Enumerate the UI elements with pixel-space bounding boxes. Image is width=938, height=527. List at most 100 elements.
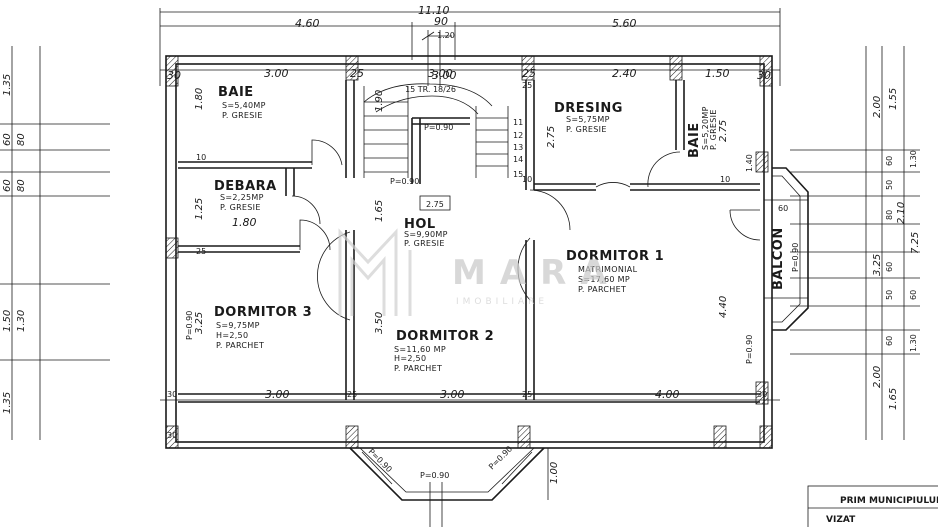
watermark-logo-icon <box>338 228 412 316</box>
bay-window-bottom <box>349 447 549 527</box>
dresing-name: DRESING <box>554 101 623 116</box>
dim-bottom-4: 25 <box>522 390 532 399</box>
dim-right-small2-1: 60 <box>909 290 918 300</box>
dim-right-small-3: 60 <box>885 262 894 272</box>
dormitor2-height: H=2,50 <box>394 354 426 363</box>
bottom-bay-door: P=0.90 <box>420 471 449 480</box>
dresing-floor: P. GRESIE <box>566 125 607 134</box>
dim-left-inner2-0: 80 <box>16 133 27 146</box>
stair-step-13: 13 <box>513 143 523 152</box>
dormitor2-name: DORMITOR 2 <box>396 329 494 344</box>
dim-misc-3: 2.75 <box>426 200 444 209</box>
right-dimensions: 1.55 3.25 7.25 1.65 2.00 2.10 2.00 60 50… <box>790 46 921 440</box>
watermark: MARA IMOBILIARE <box>338 228 621 316</box>
stair-label: 15 TR. 18/26 <box>405 85 456 94</box>
interior-walls <box>178 80 760 403</box>
dim-misc-7: 10 <box>522 175 532 184</box>
dim-left-1: 1.50 <box>2 310 13 332</box>
dim-misc-4: 1.40 <box>745 154 754 172</box>
stamp-line2: VIZAT <box>826 515 856 525</box>
hol-name: HOL <box>404 217 436 232</box>
dormitor3-floor: P. PARCHET <box>216 341 264 350</box>
room-baie: BAIE S=5,40MP P. GRESIE <box>218 85 265 120</box>
dim-right-small-2: 80 <box>885 210 894 220</box>
dormitor3-area: S=9,75MP <box>216 321 260 330</box>
dim-right-small-1: 50 <box>885 180 894 190</box>
watermark-sub: IMOBILIARE <box>456 297 548 307</box>
hol-floor: P. GRESIE <box>404 239 445 248</box>
dim-left-inner2-1: 80 <box>16 179 27 192</box>
dormitor3-name: DORMITOR 3 <box>214 305 312 320</box>
top-dimensions: 11.10 4.60 90 5.60 1.20 30 3.00 25 3.00 … <box>159 4 781 86</box>
baie2-floor: P. GRESIE <box>709 109 718 150</box>
dim-left-small-2: 30 <box>167 431 177 440</box>
dim-misc-9: 10 <box>720 175 730 184</box>
dim-right-1: 3.25 <box>872 254 883 276</box>
dim-left-inner-1: 60 <box>2 179 13 192</box>
dim-right-small2-0: 1.30 <box>909 150 918 168</box>
dormitor1-area: S=17,60 MP <box>578 275 630 284</box>
dim-right-0: 1.55 <box>888 88 899 110</box>
debara-area: S=2,25MP <box>220 193 264 202</box>
dim-left-0: 1.35 <box>2 74 13 96</box>
dim-bottom-2: 25 <box>347 390 357 399</box>
room-baie2: BAIE S=5,20MP P. GRESIE 2.75 <box>687 106 729 158</box>
left-window: P=0.90 <box>185 311 194 340</box>
dim-left-inner-0: 60 <box>2 133 13 146</box>
balcon-window-1: P=0.90 <box>791 243 800 272</box>
balcony-outline <box>764 167 809 331</box>
dim-bottom-1: 3.00 <box>265 388 290 401</box>
dim-top-right: 5.60 <box>612 17 637 30</box>
dim-right-2: 7.25 <box>910 232 921 254</box>
debara-width: 1.80 <box>232 216 257 229</box>
dim-right-small2-2: 1.30 <box>909 334 918 352</box>
interior-dims: 1.90 1.65 3.50 2.75 1.40 4.40 60 10 25 1… <box>374 81 800 364</box>
dim-bottom-3: 3.00 <box>440 388 465 401</box>
dormitor2-floor: P. PARCHET <box>394 364 442 373</box>
dim-bottom-6: 30 <box>757 390 767 399</box>
dim-left-inner-2: 1.30 <box>16 310 27 332</box>
hol-area: S=9,90MP <box>404 230 448 239</box>
debara-floor: P. GRESIE <box>220 203 261 212</box>
dim-row2-6: 1.50 <box>705 67 730 80</box>
baie2-name: BAIE <box>687 122 702 158</box>
dim-bottom-5: 4.00 <box>655 388 680 401</box>
room-dormitor2: DORMITOR 2 S=11,60 MP H=2,50 P. PARCHET <box>394 329 494 373</box>
dormitor3-height: H=2,50 <box>216 331 248 340</box>
door-swings <box>291 139 761 321</box>
stair-step-11: 11 <box>513 118 523 127</box>
dim-left-small-0: 10 <box>196 153 206 162</box>
room-dormitor3: DORMITOR 3 S=9,75MP H=2,50 P. PARCHET <box>214 305 312 350</box>
dim-stair-width: 1.20 <box>437 31 455 40</box>
dim-right-small-4: 50 <box>885 290 894 300</box>
dormitor1-sub: MATRIMONIAL <box>578 265 638 274</box>
stair-step-14: 14 <box>513 155 523 164</box>
dim-left-wall-0: 1.80 <box>194 88 205 110</box>
dim-top-left: 4.60 <box>295 17 320 30</box>
dormitor1-floor: P. PARCHET <box>578 285 626 294</box>
stair-step-12: 12 <box>513 131 523 140</box>
dim-misc-2: 3.50 <box>374 312 385 334</box>
hol-door: P=0.90 <box>390 177 419 186</box>
dim-bottom-0: 30 <box>167 390 177 399</box>
corner-hatch-br <box>759 425 773 449</box>
debara-name: DEBARA <box>214 179 277 194</box>
dim-top-total: 11.10 <box>418 4 450 17</box>
dresing-height: 2.75 <box>546 126 557 148</box>
bottom-bay-window-left: P=0.90 <box>367 447 394 474</box>
dresing-area: S=5,75MP <box>566 115 610 124</box>
room-dresing: DRESING S=5,75MP P. GRESIE 2.75 <box>546 101 623 148</box>
outer-walls <box>165 55 773 449</box>
dim-right-small-0: 60 <box>885 156 894 166</box>
room-hol: HOL S=9,90MP P. GRESIE <box>404 217 448 248</box>
dormitor1-name: DORMITOR 1 <box>566 249 664 264</box>
stair-door: P=0.90 <box>424 123 453 132</box>
dim-left-wall-2: 3.25 <box>194 312 205 334</box>
dim-right-small-5: 60 <box>885 336 894 346</box>
watermark-main: MARA <box>452 253 621 293</box>
approval-stamp: PRIM MUNICIPIULUI VIZAT <box>807 485 938 527</box>
dim-right-inner-1: 2.10 <box>896 202 907 224</box>
dim-left-2: 1.35 <box>2 392 13 414</box>
balcon-name: BALCON <box>771 227 786 290</box>
